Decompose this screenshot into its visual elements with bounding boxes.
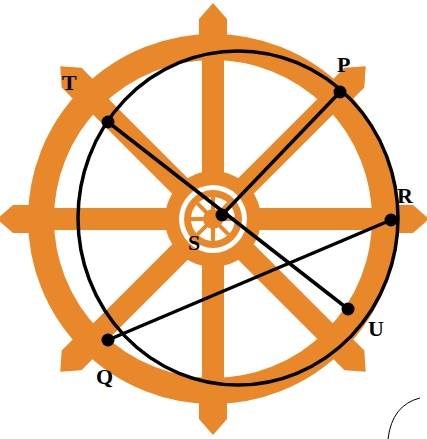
point-dot (216, 209, 229, 222)
corner-arc (388, 398, 420, 439)
point-dot (102, 116, 115, 129)
point-label: R (397, 185, 413, 207)
point-dot (385, 214, 398, 227)
point-label: P (337, 54, 350, 76)
circle (78, 51, 398, 385)
point-label: Q (96, 366, 113, 388)
point-dot (102, 334, 115, 347)
point-label: U (368, 318, 384, 340)
point-dot (342, 303, 355, 316)
point-dot (334, 86, 347, 99)
chord-qr (108, 220, 391, 340)
radius-sp (222, 92, 340, 215)
point-label: S (188, 232, 200, 254)
point-label: T (62, 72, 77, 94)
diameter-tu (108, 122, 348, 309)
